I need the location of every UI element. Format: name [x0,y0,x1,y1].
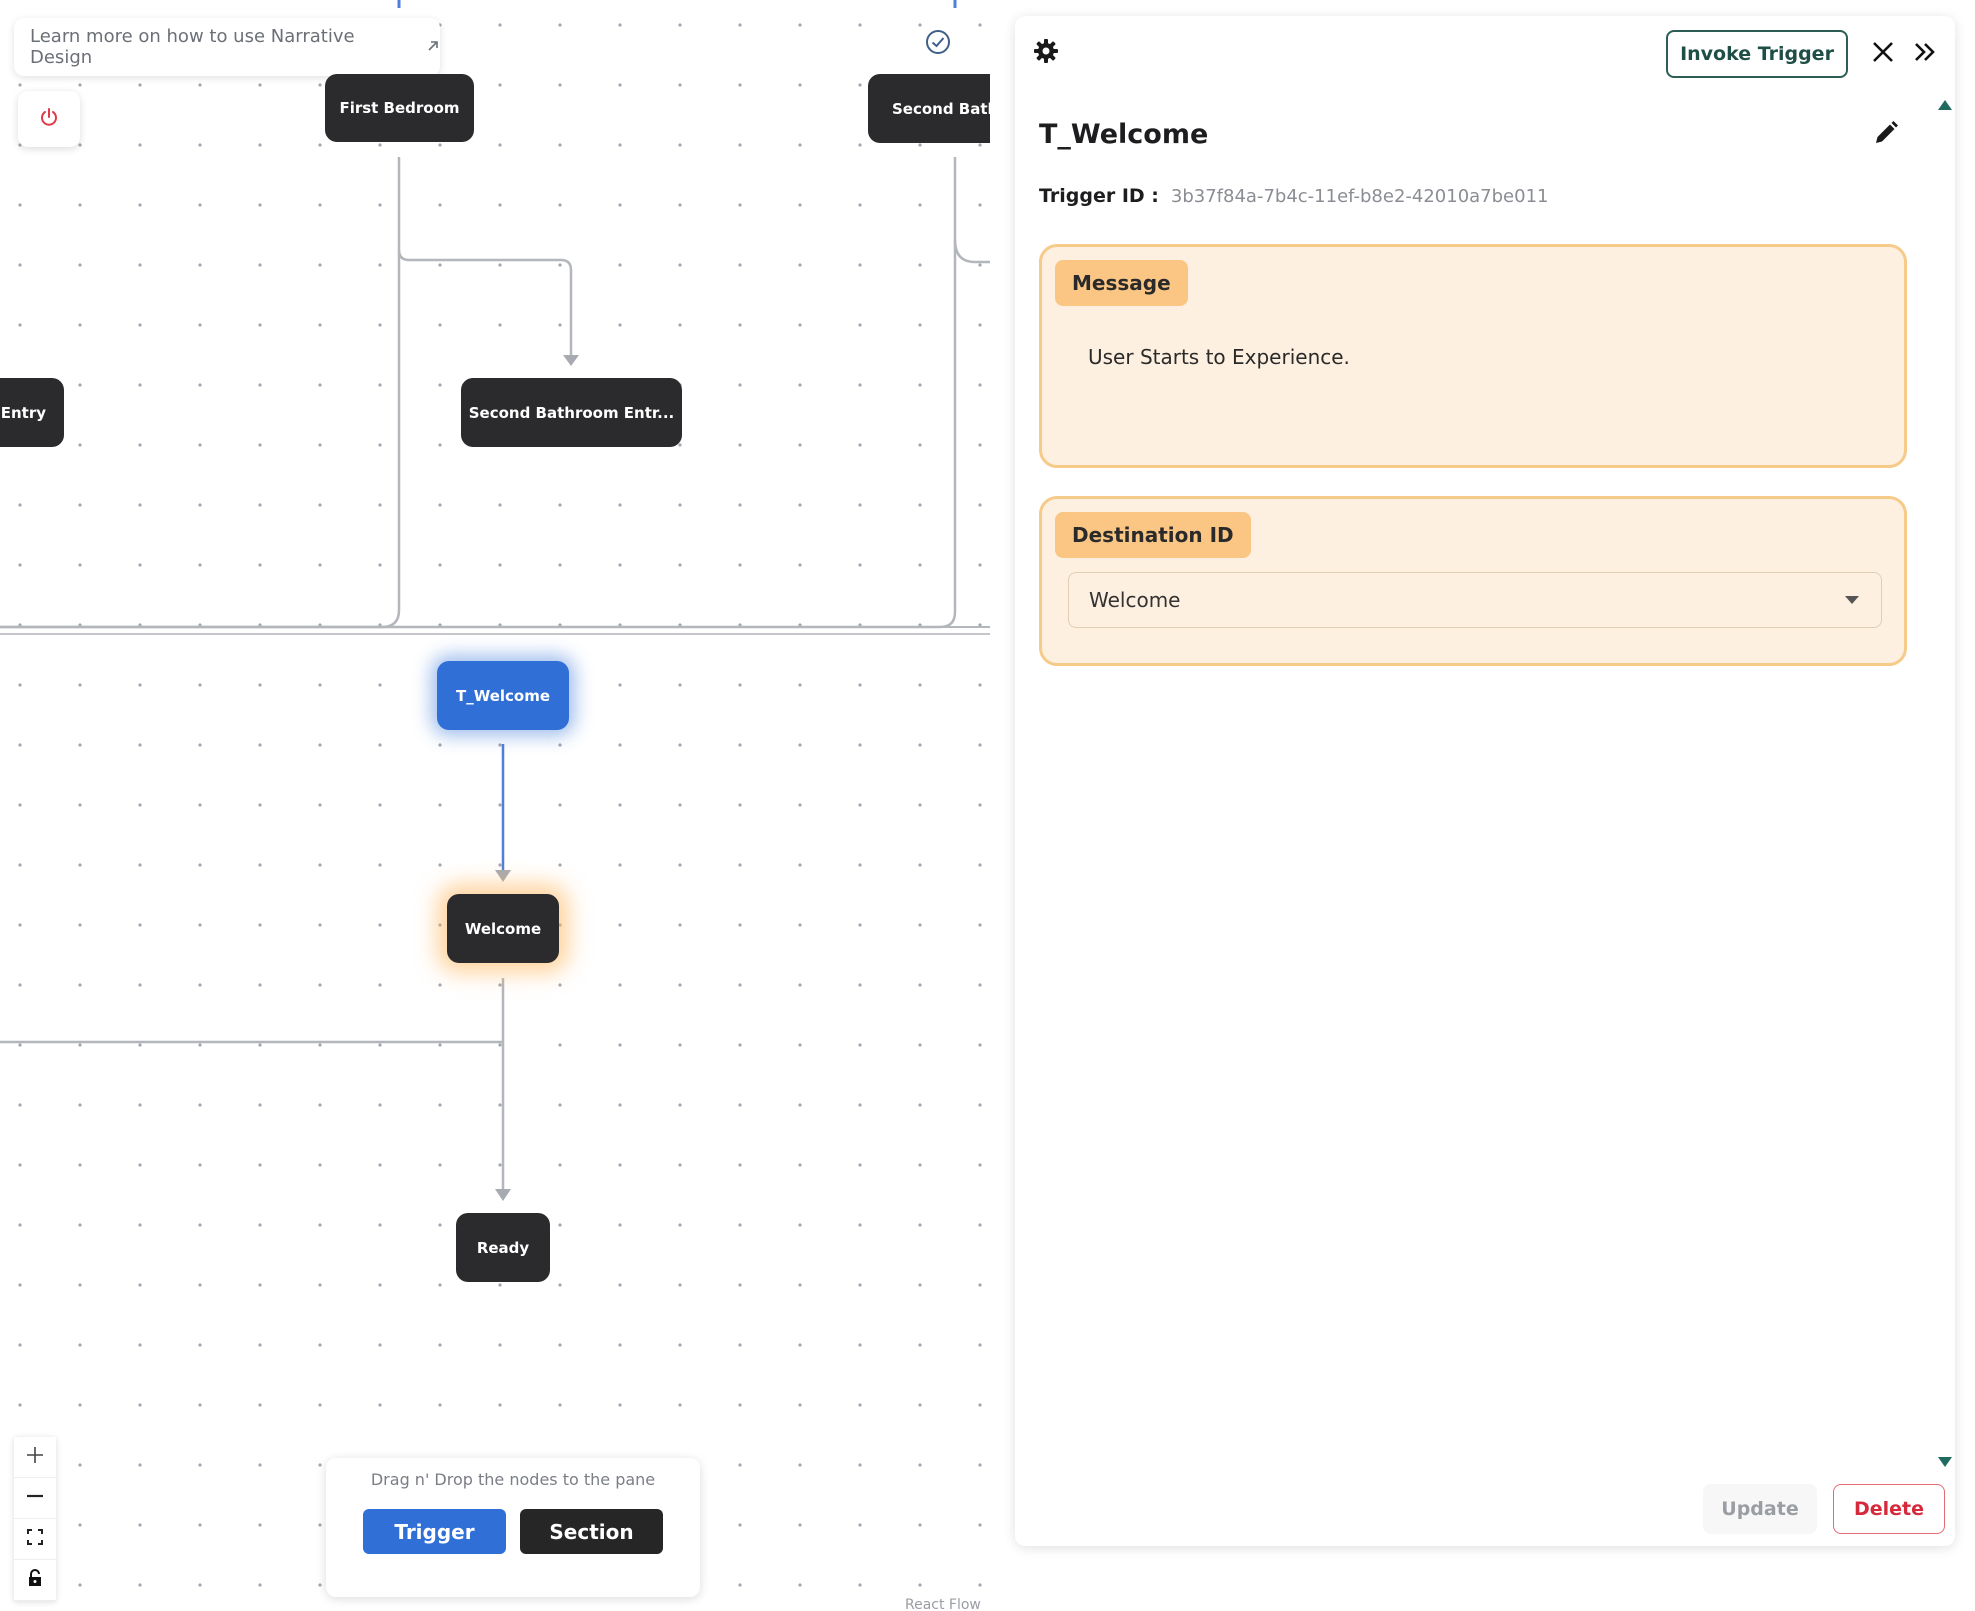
invoke-trigger-button[interactable]: Invoke Trigger [1666,30,1848,78]
caret-down-icon [1845,596,1859,604]
fit-view-button[interactable] [14,1519,56,1560]
lock-icon [27,1569,43,1591]
section-node-button[interactable]: Section [520,1509,663,1554]
flow-canvas[interactable]: Learn more on how to use Narrative Desig… [0,0,990,1611]
node-welcome[interactable]: Welcome [447,894,559,963]
node-ready[interactable]: Ready [456,1213,550,1282]
learn-more-link[interactable]: Learn more on how to use Narrative Desig… [14,18,440,76]
node-label: Entry [0,403,46,422]
trigger-title: T_Welcome [1039,119,1209,150]
trigger-id-row: Trigger ID : 3b37f84a-7b4c-11ef-b8e2-420… [1039,185,1549,207]
learn-more-text: Learn more on how to use Narrative Desig… [30,26,355,68]
node-label: Ready [476,1238,530,1257]
edge [397,249,573,360]
zoom-controls [14,1437,56,1601]
node-label: Welcome [464,919,542,938]
node-second-bathroom[interactable]: Second Bathr [868,74,990,143]
node-label: Second Bathroom Entr... [468,403,675,422]
edge-arrow [563,355,579,366]
destination-value: Welcome [1089,588,1181,612]
edge-arrow [495,1189,511,1201]
scroll-up-icon[interactable] [1937,96,1953,115]
close-icon[interactable] [1871,40,1895,68]
trigger-details-panel: Invoke Trigger T_Welcome Trigger ID : 3b… [1015,16,1955,1546]
zoom-out-button[interactable] [14,1478,56,1519]
edges-layer [0,0,990,1201]
trigger-id-value: 3b37f84a-7b4c-11ef-b8e2-42010a7be011 [1170,186,1549,207]
node-label: First Bedroom [339,99,460,117]
node-t-welcome[interactable]: T_Welcome [437,661,569,730]
external-link-icon [426,37,440,58]
drag-hint: Drag n' Drop the nodes to the pane [370,1470,656,1489]
node-second-bathroom-entry[interactable]: Second Bathroom Entr... [461,378,682,447]
destination-card: Destination ID Welcome [1039,496,1907,666]
trigger-id-label: Trigger ID : [1039,185,1159,207]
destination-select[interactable]: Welcome [1068,572,1882,628]
double-chevron-right-icon[interactable] [1913,41,1937,67]
fit-view-icon [26,1528,44,1550]
destination-label: Destination ID [1055,512,1251,558]
node-label: Second Bathr [892,99,990,118]
node-first-bedroom[interactable]: First Bedroom [325,74,474,142]
react-flow-attribution[interactable]: React Flow [905,1597,981,1611]
power-button[interactable] [18,91,80,147]
pencil-icon[interactable] [1873,120,1899,150]
message-card: Message User Starts to Experience. [1039,244,1907,468]
message-label: Message [1055,260,1188,306]
check-circle-icon[interactable] [924,28,952,60]
gear-icon[interactable] [1033,38,1059,68]
power-icon [38,106,60,132]
minus-icon [25,1486,45,1510]
delete-button[interactable]: Delete [1833,1484,1945,1534]
node-palette: Drag n' Drop the nodes to the pane Trigg… [326,1458,700,1597]
zoom-in-button[interactable] [14,1437,56,1478]
scroll-down-icon[interactable] [1937,1453,1953,1472]
edge [953,239,990,264]
lock-button[interactable] [14,1560,56,1601]
node-label: T_Welcome [455,686,551,705]
message-text[interactable]: User Starts to Experience. [1088,345,1350,369]
trigger-node-button[interactable]: Trigger [363,1509,506,1554]
node-entry[interactable]: Entry [0,378,64,447]
plus-icon [25,1445,45,1469]
update-button[interactable]: Update [1703,1484,1817,1534]
edge-arrow [495,870,511,882]
